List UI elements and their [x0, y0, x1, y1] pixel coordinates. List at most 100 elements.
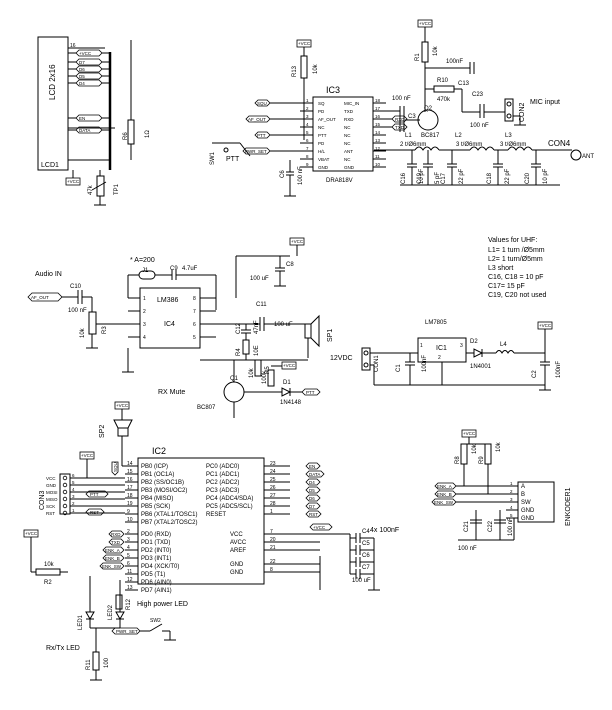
ic3-pin-label: SQ [318, 101, 325, 106]
svg-text:47k: 47k [88, 184, 94, 195]
ic3-pin-label: GND [344, 165, 355, 170]
svg-text:C13: C13 [458, 81, 470, 87]
svg-text:R12: R12 [126, 598, 132, 610]
encoder-pin-number: 5 [510, 513, 513, 518]
lcd-pin-label: +VCC [79, 51, 92, 56]
lcd-pin-label: D4 [79, 81, 85, 86]
rf-cap-label: C18 [487, 172, 493, 184]
svg-text:R11: R11 [86, 659, 92, 670]
ic3-pin-label: MIC_IN [344, 101, 359, 106]
ic3-chip [312, 96, 374, 172]
svg-text:CON1: CON1 [374, 355, 380, 372]
mcu-pin-label: PD4 (XCK/T0) [141, 564, 179, 570]
svg-text:TP1: TP1 [114, 183, 120, 195]
ic3-pin-label: TXD [344, 109, 354, 114]
net-tag-label: TXD [111, 540, 121, 545]
ic3-pin-label: GND [318, 165, 329, 170]
con3-isp-header[interactable] [59, 473, 71, 515]
svg-text:L4: L4 [500, 342, 507, 348]
encoder-pin-label: GND [521, 508, 535, 514]
svg-text:CON3: CON3 [39, 490, 46, 510]
net-tag [305, 470, 325, 478]
svg-text:R9: R9 [479, 456, 485, 464]
led1 [85, 611, 95, 621]
ic3-pin-label: AF_OUT [318, 117, 336, 122]
r3-potentiometer [88, 311, 97, 335]
uhf-note-line: C17= 15 pF [488, 283, 525, 290]
net-tag-label: SQU [257, 101, 267, 106]
mcu-pin-number: 3 [127, 537, 130, 543]
ic3-pin-number: 18 [375, 98, 381, 103]
rxtx-led-label: Rx/Tx LED [46, 645, 80, 652]
svg-text:L2: L2 [455, 133, 462, 139]
svg-text:100 uF: 100 uF [250, 276, 269, 282]
svg-text:RST: RST [90, 510, 99, 515]
con2-connector[interactable] [504, 98, 514, 122]
r9-resistor [484, 443, 492, 465]
mcu-pin-number: 21 [270, 545, 276, 551]
mcu-pin-number: 17 [127, 485, 133, 491]
svg-text:C11: C11 [256, 302, 267, 308]
svg-text:1N4001: 1N4001 [470, 364, 492, 370]
q1-transistor [223, 381, 245, 403]
ic3-pin-label: VBAT [318, 157, 330, 162]
svg-text:3: 3 [460, 343, 463, 349]
ic3-pin-label: NC [318, 125, 325, 130]
rx-mute-section: RX Mute Q1 BC807 10k R5 100k +VCC D1 1N4… [158, 359, 321, 418]
svg-text:100 nF: 100 nF [298, 166, 304, 185]
net-tag-label: ENK_B [105, 556, 120, 561]
ic3-pin-label: NC [344, 141, 351, 146]
rx-mute-label: RX Mute [158, 389, 185, 396]
svg-text:100 uF: 100 uF [352, 578, 371, 584]
rf-cap-value: 10 pF [419, 168, 425, 184]
svg-text:PWR_SET: PWR_SET [116, 629, 138, 634]
ic3-section: IC3 DRA818V SQ1PD2AF_OUT3NC4PTT5PD6H/L7V… [210, 39, 408, 197]
svg-text:2: 2 [438, 355, 441, 361]
sp2-buzzer [113, 419, 133, 437]
mcu-pin-label: PB2 (SS/OC1B) [141, 480, 184, 486]
rf-cap-value: 22 pF [505, 168, 511, 184]
svg-text:+VCC: +VCC [81, 453, 94, 458]
svg-text:100 nF: 100 nF [68, 308, 87, 314]
l4-inductor [495, 350, 515, 354]
mcu-pin-label: VCC [230, 532, 243, 538]
mcu-pin-number: 5 [127, 553, 130, 559]
svg-text:16: 16 [70, 43, 76, 49]
uhf-note-line: L2= 1 turn/Ø5mm [488, 256, 543, 263]
vcc-tag [309, 523, 333, 531]
ic3-pin-label: PD [318, 141, 325, 146]
con1-connector[interactable] [361, 347, 371, 371]
svg-text:D1: D1 [283, 380, 291, 386]
svg-text:10k: 10k [496, 441, 502, 452]
encoder-pin-number: 4 [510, 505, 513, 510]
ic3-pin-number: 17 [375, 106, 381, 111]
l1-inductor [414, 146, 440, 151]
ic3-part: DRA818V [326, 178, 353, 184]
uhf-note-line: L3 short [488, 265, 513, 272]
psu-reg-label: LM7805 [425, 320, 447, 326]
mcu-pin-number: 18 [127, 493, 133, 499]
lcd-module-box [37, 36, 69, 171]
mcu-cap-label: C4 [362, 529, 370, 535]
svg-text:AF_OUT: AF_OUT [31, 295, 49, 300]
con4-ant-connector[interactable] [570, 149, 582, 161]
ic2-title: IC2 [152, 446, 166, 456]
svg-text:BC817: BC817 [421, 133, 440, 139]
svg-text:R13: R13 [292, 65, 298, 77]
svg-text:100 uF: 100 uF [274, 322, 293, 328]
rf-cap-label: C16 [401, 172, 407, 184]
mcu-pin-label: GND [230, 570, 244, 576]
encoder-pin-number: 3 [510, 497, 513, 502]
svg-text:100nF: 100nF [422, 355, 428, 372]
svg-text:+VCC: +VCC [283, 363, 296, 368]
net-tag-label: EN [309, 464, 315, 469]
r11-resistor [92, 651, 100, 671]
mcu-pin-label: PD5 (T1) [141, 572, 165, 578]
svg-text:100k: 100k [262, 370, 268, 384]
ic4-pin-number: 3 [143, 322, 146, 328]
net-tag-label: ENK_B [437, 492, 452, 497]
svg-text:SQU: SQU [113, 462, 118, 472]
